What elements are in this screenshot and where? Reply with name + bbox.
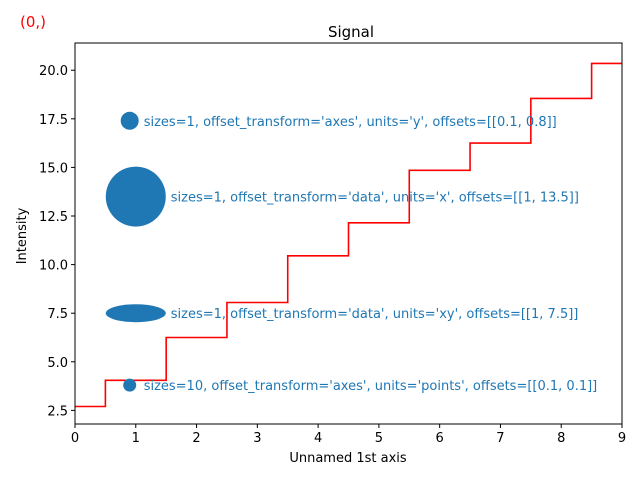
marker-label-0: sizes=1, offset_transform='axes', units=… xyxy=(144,115,557,130)
y-axis: 2.5 5.0 7.5 10.0 12.5 15.0 17.5 20.0 xyxy=(39,64,75,419)
x-tick-label: 7 xyxy=(496,431,504,446)
x-tick-label: 8 xyxy=(557,431,565,446)
marker-3 xyxy=(123,378,137,392)
y-tick-label: 10.0 xyxy=(39,259,68,274)
y-tick-label: 2.5 xyxy=(47,404,68,419)
marker-0 xyxy=(120,111,139,130)
x-tick-label: 6 xyxy=(436,431,444,446)
step-line-series-0 xyxy=(75,62,622,408)
marker-label-1: sizes=1, offset_transform='data', units=… xyxy=(171,191,579,206)
marker-label-2: sizes=1, offset_transform='data', units=… xyxy=(171,307,579,322)
marker-2 xyxy=(105,304,166,323)
marker-label-3: sizes=10, offset_transform='axes', units… xyxy=(144,379,598,394)
x-tick-label: 3 xyxy=(253,431,261,446)
y-tick-label: 5.0 xyxy=(47,356,68,371)
marker-1 xyxy=(105,166,166,227)
y-axis-label: Intensity xyxy=(15,207,30,264)
x-axis-label: Unnamed 1st axis xyxy=(289,451,407,466)
y-tick-label: 15.0 xyxy=(39,161,68,176)
x-tick-label: 4 xyxy=(314,431,322,446)
y-tick-label: 17.5 xyxy=(39,113,68,128)
x-tick-label: 9 xyxy=(618,431,626,446)
chart-title: Signal xyxy=(328,23,374,41)
y-tick-label: 20.0 xyxy=(39,64,68,79)
x-tick-label: 1 xyxy=(132,431,140,446)
y-tick-label: 7.5 xyxy=(47,307,68,322)
y-tick-label: 12.5 xyxy=(39,210,68,225)
plot-frame xyxy=(74,42,623,425)
plot-area: sizes=1, offset_transform='axes', units=… xyxy=(75,62,622,408)
x-tick-label: 5 xyxy=(375,431,383,446)
x-tick-label: 2 xyxy=(192,431,200,446)
x-axis: 0 1 2 3 4 5 6 7 8 9 xyxy=(71,424,626,446)
corner-label: (0,) xyxy=(20,13,46,31)
x-tick-label: 0 xyxy=(71,431,79,446)
